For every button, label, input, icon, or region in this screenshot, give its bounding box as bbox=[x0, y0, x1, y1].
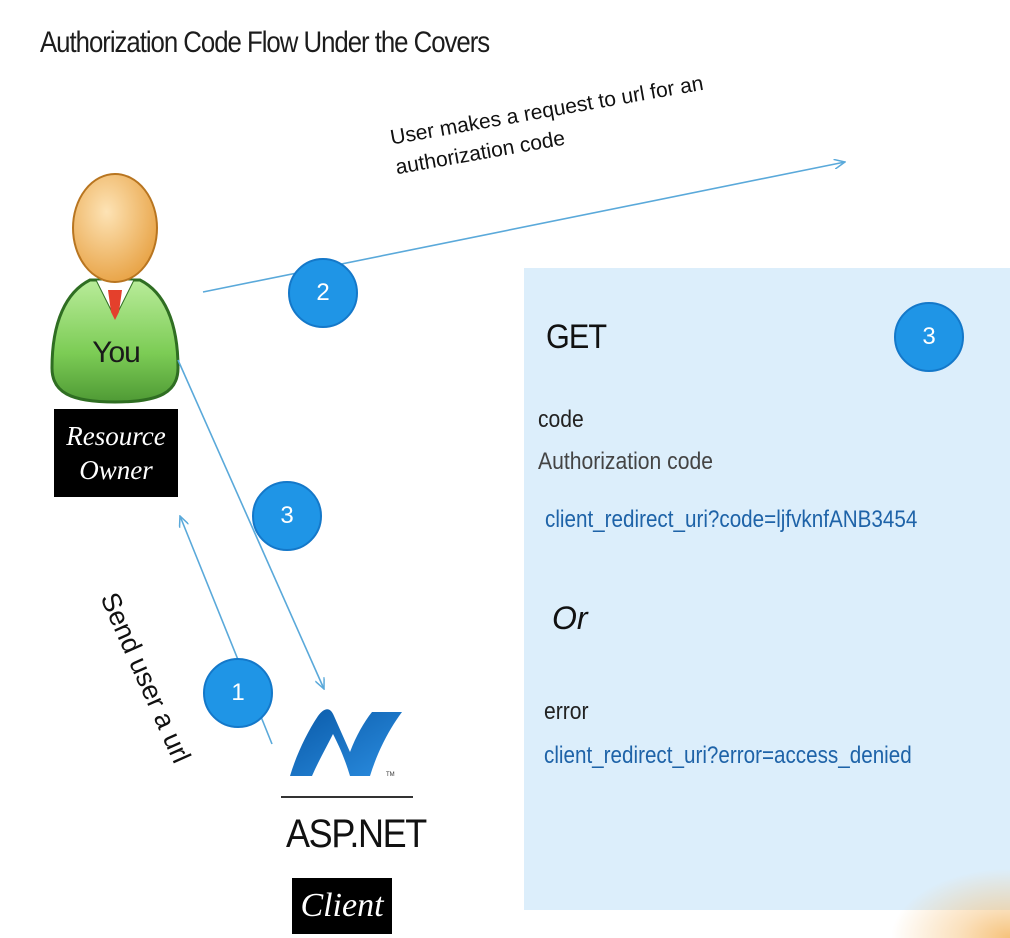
step-3-arrow bbox=[177, 359, 324, 689]
code-param-description: Authorization code bbox=[538, 448, 713, 475]
step-1-badge: 1 bbox=[203, 658, 273, 728]
user-avatar-icon bbox=[50, 173, 180, 404]
http-method: GET bbox=[546, 318, 607, 356]
response-panel bbox=[524, 268, 1010, 910]
aspnet-logo-icon: TM bbox=[290, 709, 402, 778]
panel-step-badge: 3 bbox=[894, 302, 964, 372]
corner-decoration bbox=[890, 868, 1010, 938]
code-param-name: code bbox=[538, 406, 584, 433]
platform-name: ASP.NET bbox=[286, 812, 427, 856]
user-avatar-label: You bbox=[92, 336, 141, 369]
svg-text:TM: TM bbox=[386, 772, 395, 778]
client-label: Client bbox=[292, 878, 392, 934]
or-separator: Or bbox=[552, 600, 588, 636]
step-2-badge: 2 bbox=[288, 258, 358, 328]
error-param-name: error bbox=[544, 698, 589, 725]
step-3-badge: 3 bbox=[252, 481, 322, 551]
logo-divider bbox=[281, 796, 413, 798]
page-title: Authorization Code Flow Under the Covers bbox=[40, 26, 490, 59]
resource-owner-label: Resource Owner bbox=[54, 409, 178, 497]
code-redirect-url: client_redirect_uri?code=ljfvknfANB3454 bbox=[545, 506, 918, 533]
error-redirect-url: client_redirect_uri?error=access_denied bbox=[544, 742, 912, 769]
